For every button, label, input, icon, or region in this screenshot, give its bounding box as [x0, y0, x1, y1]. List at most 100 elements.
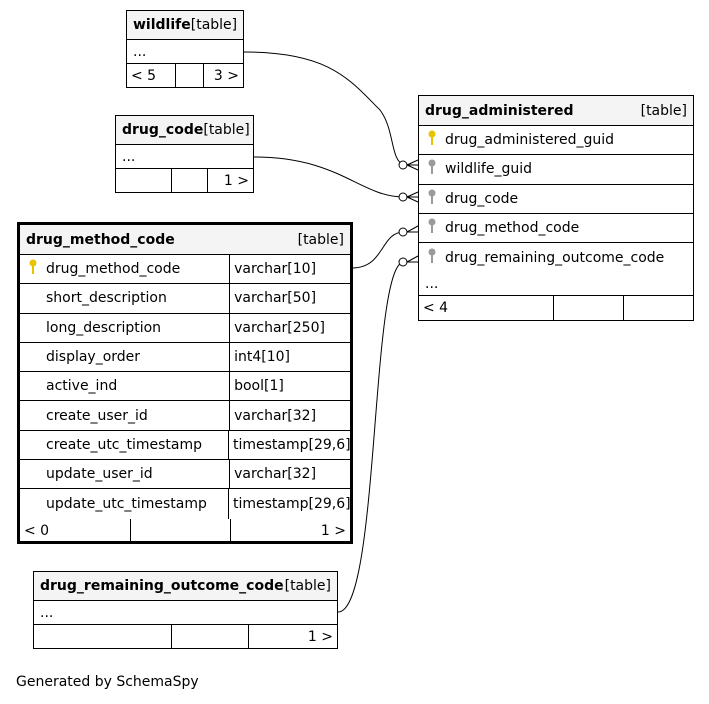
column-row[interactable]: drug_code: [419, 185, 693, 214]
ellipsis: ...: [425, 275, 439, 292]
column-name: drug_remaining_outcome_code: [445, 249, 665, 266]
table-name: drug_method_code: [26, 231, 175, 248]
link-wildlife: [243, 51, 405, 166]
column-name: short_description: [46, 290, 167, 307]
column-type: varchar[32]: [229, 401, 350, 430]
footer-spacer: [116, 169, 171, 192]
table-footer: < 5 3 >: [127, 64, 243, 87]
table-name: drug_administered: [425, 102, 574, 119]
column-row[interactable]: display_order int4[10]: [20, 342, 350, 373]
column-row[interactable]: drug_method_code varchar[10]: [20, 255, 350, 285]
column-row[interactable]: long_description varchar[250]: [20, 313, 350, 343]
table-name: drug_remaining_outcome_code: [40, 578, 284, 594]
link-end-circle: [398, 160, 408, 170]
column-row[interactable]: create_utc_timestamp timestamp[29,6]: [20, 430, 351, 461]
foreign-key-icon: [425, 159, 439, 179]
column-name-cell: wildlife_guid: [419, 155, 536, 183]
column-row[interactable]: wildlife_guid: [419, 155, 693, 185]
table-ellipsis-row: ...: [116, 145, 253, 169]
primary-key-icon: [26, 259, 40, 279]
table-ellipsis-row: ...: [34, 601, 337, 625]
children-count[interactable]: 1 >: [230, 518, 350, 543]
table-type: [table]: [284, 578, 331, 594]
table-drug-remaining-outcome-code[interactable]: drug_remaining_outcome_code [table] ... …: [33, 571, 338, 649]
link-drug-remaining-outcome: [337, 261, 405, 613]
column-name-cell: update_utc_timestamp: [20, 489, 228, 518]
primary-key-icon: [425, 130, 439, 150]
table-header: drug_method_code [table]: [20, 225, 350, 255]
column-name-cell: long_description: [20, 314, 229, 342]
column-type: int4[10]: [229, 342, 350, 372]
column-name-cell: create_user_id: [20, 401, 229, 429]
children-count[interactable]: 3 >: [203, 64, 243, 87]
column-row[interactable]: drug_administered_guid: [419, 126, 693, 156]
table-type: [table]: [640, 102, 687, 119]
parents-count[interactable]: < 4: [423, 300, 449, 317]
link-end-circle: [398, 227, 408, 237]
table-type: [table]: [297, 231, 344, 248]
footer-spacer: [175, 64, 203, 87]
column-name: long_description: [46, 319, 162, 336]
column-type: varchar[10]: [229, 255, 350, 284]
crows-foot: [406, 191, 419, 203]
column-name-cell: create_utc_timestamp: [20, 431, 228, 459]
column-name-cell: update_user_id: [20, 460, 229, 488]
footer-spacer: [171, 169, 207, 192]
table-type: [table]: [203, 122, 250, 138]
column-name-cell: drug_method_code: [419, 214, 583, 242]
column-row[interactable]: create_user_id varchar[32]: [20, 401, 350, 431]
column-name: drug_code: [445, 190, 519, 207]
column-type: varchar[50]: [229, 284, 350, 313]
column-name-cell: drug_remaining_outcome_code: [419, 243, 668, 272]
foreign-key-icon: [425, 189, 439, 209]
column-type: varchar[250]: [229, 313, 350, 342]
column-name: drug_method_code: [46, 261, 181, 278]
table-footer: < 0 1 >: [20, 518, 350, 543]
column-name-cell: display_order: [20, 343, 229, 371]
table-drug-method-code[interactable]: drug_method_code [table] drug_method_cod…: [17, 222, 353, 544]
column-name: active_ind: [46, 378, 118, 395]
column-name: create_user_id: [46, 407, 148, 424]
table-drug-administered[interactable]: drug_administered [table] drug_administe…: [418, 95, 694, 321]
column-name-cell: drug_code: [419, 185, 522, 213]
column-row[interactable]: drug_remaining_outcome_code: [419, 243, 693, 272]
table-footer: < 4: [419, 296, 693, 321]
crows-foot: [406, 255, 419, 263]
column-name-cell: drug_method_code: [20, 255, 229, 283]
foreign-key-icon: [425, 218, 439, 238]
footer-spacer: [623, 296, 693, 321]
table-name: wildlife: [133, 17, 191, 33]
link-end-circle: [398, 257, 408, 267]
column-name: update_utc_timestamp: [46, 496, 207, 513]
ellipsis: ...: [122, 148, 136, 165]
table-header: drug_code [table]: [116, 116, 253, 145]
table-footer: 1 >: [34, 625, 337, 648]
link-drug-code: [253, 156, 405, 198]
table-drug-code[interactable]: drug_code [table] ... 1 >: [115, 115, 254, 193]
column-type: timestamp[29,6]: [228, 430, 351, 460]
link-drug-method-code: [351, 231, 405, 269]
table-header: drug_administered [table]: [419, 96, 693, 126]
column-list: drug_administered_guid wildlife_guid drug_…: [419, 126, 693, 272]
crows-foot: [406, 159, 419, 171]
column-name-cell: drug_administered_guid: [419, 126, 618, 154]
table-wildlife[interactable]: wildlife [table] ... < 5 3 >: [126, 10, 244, 88]
column-name: wildlife_guid: [445, 161, 532, 178]
parents-count[interactable]: < 5: [131, 67, 157, 84]
table-header: drug_remaining_outcome_code [table]: [34, 572, 337, 601]
column-name: display_order: [46, 349, 141, 366]
column-name: create_utc_timestamp: [46, 436, 203, 453]
foreign-key-icon: [425, 248, 439, 268]
children-count[interactable]: 1 >: [248, 625, 337, 648]
column-row[interactable]: drug_method_code: [419, 214, 693, 244]
column-type: varchar[32]: [229, 460, 350, 489]
column-name-cell: active_ind: [20, 372, 229, 400]
parents-count[interactable]: < 0: [24, 522, 50, 539]
children-count[interactable]: 1 >: [207, 169, 253, 192]
column-row[interactable]: short_description varchar[50]: [20, 284, 350, 314]
